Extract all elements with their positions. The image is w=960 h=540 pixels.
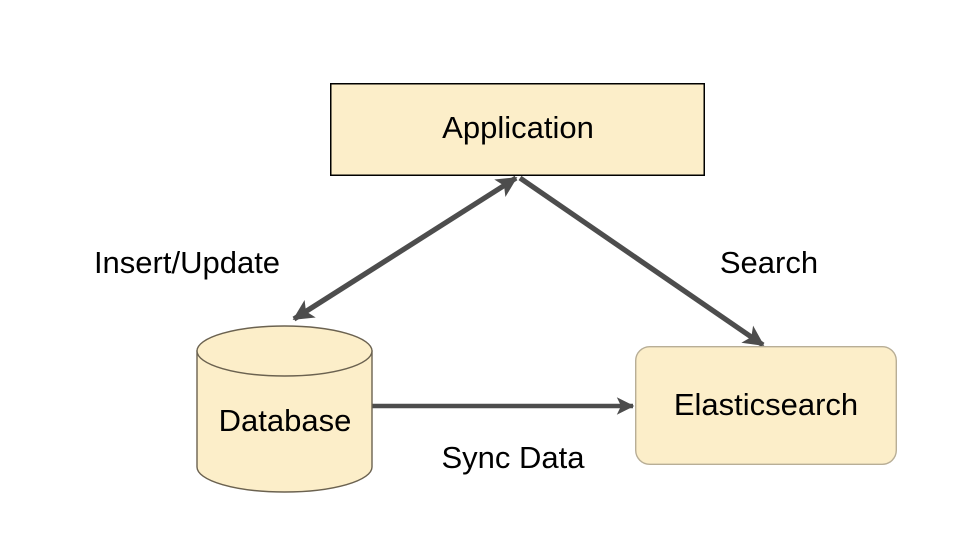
edge-search [518,175,765,348]
edge-layer [292,175,765,415]
application-label: Application [442,110,594,145]
edge-label-sync-data: Sync Data [441,440,585,475]
database-label: Database [219,403,352,438]
edge-label-insert-update: Insert/Update [94,245,280,280]
edge-label-search: Search [720,245,818,280]
node-database[interactable]: Database [196,325,373,493]
edge-label-layer: Insert/Update Search Sync Data [94,245,818,475]
database-cylinder-top [196,325,373,377]
node-elasticsearch[interactable]: Elasticsearch [635,346,898,466]
edge-insert-update [292,175,518,322]
application-box-shape [330,83,705,176]
database-cylinder-body [196,350,373,493]
node-application[interactable]: Application [330,83,705,176]
elasticsearch-box-shape [635,346,898,466]
elasticsearch-label: Elasticsearch [674,387,858,422]
